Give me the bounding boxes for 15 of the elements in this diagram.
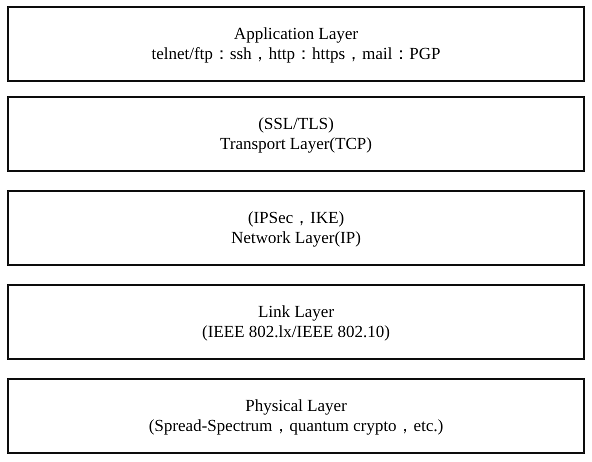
layer-detail: (Spread-Spectrum，quantum crypto，etc.): [148, 416, 444, 436]
layer-detail: telnet/ftp：ssh，http：https，mail：PGP: [151, 44, 440, 64]
layer-detail: Network Layer(IP): [231, 228, 361, 248]
layer-box: [7, 378, 585, 454]
layer-box: [7, 96, 585, 172]
layer-detail: Transport Layer(TCP): [220, 134, 372, 154]
layer-heading: Physical Layer: [245, 396, 347, 416]
layer-heading: Application Layer: [234, 24, 358, 44]
layer-heading: Link Layer: [258, 302, 334, 322]
layer-heading: (SSL/TLS): [258, 114, 334, 134]
layer-box: [7, 190, 585, 266]
layer-heading: (IPSec，IKE): [248, 208, 344, 228]
layer-box: [7, 6, 585, 82]
layer-detail: (IEEE 802.lx/IEEE 802.10): [202, 322, 390, 342]
layer-box: [7, 284, 585, 360]
